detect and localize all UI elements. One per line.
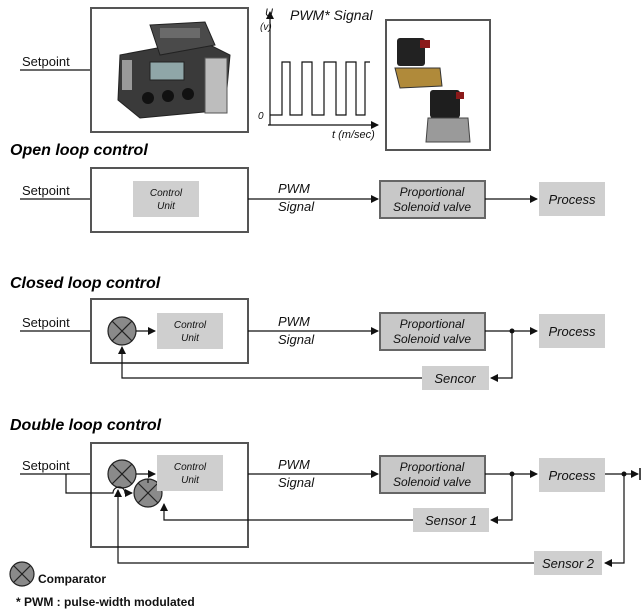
valve-label-1-open: Proportional [400,185,465,199]
pwm-label-closed: PWM [278,314,310,329]
control-unit-label-2-closed: Unit [181,333,200,344]
section-title-closed: Closed loop control [10,275,161,292]
comparator-1-icon [107,459,137,489]
setpoint-branch-double [65,474,133,497]
sensor-1-to-comparator-2 [160,503,413,521]
section-title-double: Double loop control [10,417,162,434]
process-closed [539,314,605,348]
control-unit-closed [157,313,223,349]
zero-label: 0 [258,111,264,122]
pwm-signal-title: PWM* Signal [290,7,373,23]
sensor-2 [534,551,602,575]
sensor-closed [422,366,489,390]
control-unit-label-1-open: Control [150,188,183,199]
process-open [539,182,605,216]
pwm-label-open: PWM [278,181,310,196]
control-unit-open [133,181,199,217]
comparator-legend-label: Comparator [38,572,106,586]
controller-device-image [117,21,231,119]
signal-label-closed: Signal [278,332,315,347]
sensor-2-label: Sensor 2 [542,556,595,571]
process-label-open: Process [549,192,596,207]
control-unit-double [157,455,223,491]
valve-label-1-closed: Proportional [400,317,465,331]
u-unit-label: (v) [260,22,272,33]
u-axis-label: U [265,7,273,19]
feedback-to-sensor-1 [490,474,513,524]
valve-closed [379,312,486,351]
comparator-legend-icon [9,561,35,587]
sensor-2-to-comparator-1 [114,489,534,564]
valve-image [394,38,471,143]
valve-double [379,455,486,494]
setpoint-label-top: Setpoint [22,54,70,69]
section-title-open: Open loop control [10,142,148,159]
valve-label-2-open: Solenoid valve [393,200,471,214]
control-unit-label-2-double: Unit [181,475,200,486]
feedback-to-sensor-2 [604,474,625,567]
control-unit-label-1-double: Control [174,462,207,473]
sensor-label-closed: Sencor [434,371,476,386]
t-axis-label: t (m/sec) [332,129,375,141]
comparator-icon [107,316,137,346]
valve-label-2-closed: Solenoid valve [393,332,471,346]
process-label-closed: Process [549,324,596,339]
signal-label-double: Signal [278,475,315,490]
signal-label-open: Signal [278,199,315,214]
valve-label-2-double: Solenoid valve [393,475,471,489]
sensor-1-label: Sensor 1 [425,513,477,528]
pwm-footnote: * PWM : pulse-width modulated [16,595,195,609]
valve-label-1-double: Proportional [400,460,465,474]
pwm-label-double: PWM [278,457,310,472]
setpoint-label-closed: Setpoint [22,315,70,330]
process-double [539,458,605,492]
control-unit-label-1-closed: Control [174,320,207,331]
feedback-to-sensor-closed [490,331,513,382]
process-label-double: Process [549,468,596,483]
sensor-1 [413,508,489,532]
control-unit-label-2-open: Unit [157,201,176,212]
pwm-waveform [270,61,370,116]
setpoint-label-open: Setpoint [22,183,70,198]
feedback-to-comparator-closed [118,346,422,379]
valve-open [379,180,486,219]
setpoint-label-double: Setpoint [22,458,70,473]
